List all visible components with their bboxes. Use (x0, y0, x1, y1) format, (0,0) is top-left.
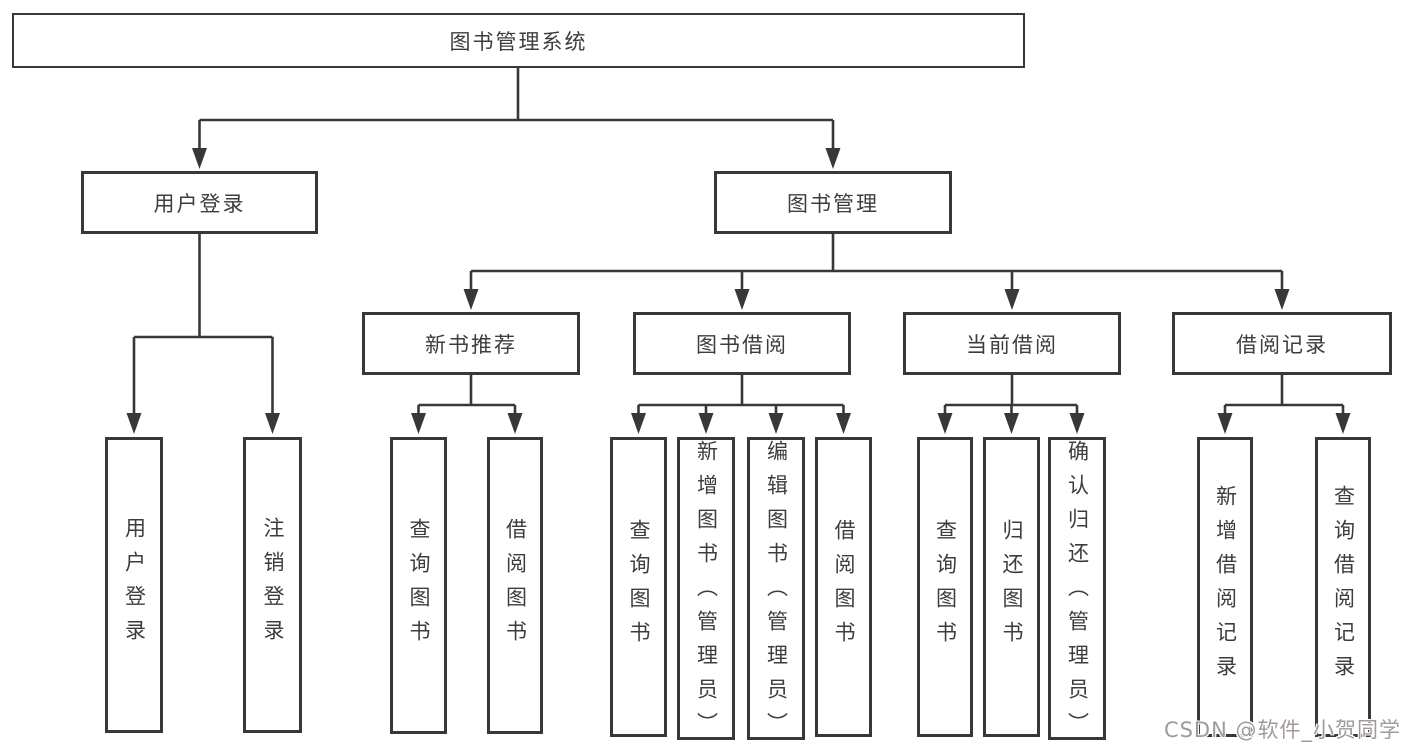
leaf-borrowing-add-books-admin: 新增图书（管理员） (677, 437, 735, 746)
arrowhead (734, 289, 750, 310)
leaf-borrowing-query-books: 查询图书 (610, 437, 667, 737)
node-user-login-label: 用户登录 (153, 191, 246, 216)
arrowhead (1004, 413, 1019, 434)
node-book-management-label: 图书管理 (787, 191, 879, 216)
leaf-current-return-books-label: 归还图书 (1000, 519, 1024, 655)
leaf-records-query-record: 查询借阅记录 (1315, 437, 1371, 737)
leaf-current-query-books: 查询图书 (917, 437, 973, 737)
leaf-borrowing-edit-books-admin-label: 编辑图书（管理员） (764, 440, 789, 746)
leaf-newbook-borrow-books: 借阅图书 (487, 437, 543, 734)
leaf-borrowing-edit-books-admin: 编辑图书（管理员） (747, 437, 805, 746)
connector-root (198, 68, 835, 152)
leaf-records-query-record-label: 查询借阅记录 (1331, 485, 1356, 689)
arrowhead (825, 148, 841, 169)
node-current-borrowing: 当前借阅 (903, 312, 1121, 375)
node-new-book-recommendation-label: 新书推荐 (425, 332, 517, 357)
arrowhead (411, 413, 426, 434)
arrowhead (768, 413, 784, 434)
node-new-book-recommendation: 新书推荐 (362, 312, 580, 375)
leaf-logout: 注销登录 (243, 437, 302, 733)
arrowhead (265, 413, 280, 434)
node-root: 图书管理系统 (12, 13, 1025, 68)
arrowhead (126, 413, 142, 434)
connector-book-borrowing (637, 375, 845, 417)
leaf-user-login: 用户登录 (105, 437, 163, 733)
leaf-borrowing-borrow-books: 借阅图书 (815, 437, 872, 737)
watermark: CSDN @软件_小贺同学 (1163, 718, 1401, 742)
node-root-label: 图书管理系统 (449, 29, 588, 54)
arrowhead (631, 413, 646, 434)
arrowhead (836, 413, 851, 434)
arrowhead (1335, 413, 1351, 434)
node-borrowing-records-label: 借阅记录 (1236, 332, 1328, 357)
leaf-current-confirm-return-admin-label: 确认归还（管理员） (1065, 440, 1090, 746)
arrowhead (1069, 413, 1085, 434)
node-book-management: 图书管理 (714, 171, 952, 234)
node-borrowing-records: 借阅记录 (1172, 312, 1392, 375)
node-book-borrowing: 图书借阅 (633, 312, 851, 375)
arrowhead (1004, 289, 1020, 310)
leaf-user-login-label: 用户登录 (122, 517, 147, 653)
leaf-records-add-record: 新增借阅记录 (1197, 437, 1253, 737)
connector-book-management (469, 234, 1284, 293)
leaf-current-return-books: 归还图书 (983, 437, 1040, 737)
arrowhead (937, 413, 953, 434)
leaf-newbook-query-books-label: 查询图书 (407, 517, 431, 654)
node-user-login: 用户登录 (81, 171, 318, 234)
leaf-current-confirm-return-admin: 确认归还（管理员） (1048, 437, 1106, 746)
arrowhead (1274, 289, 1290, 310)
arrowhead (463, 289, 479, 310)
arrowhead (1217, 413, 1233, 434)
node-book-borrowing-label: 图书借阅 (696, 332, 788, 357)
leaf-newbook-borrow-books-label: 借阅图书 (503, 517, 528, 654)
connector-new-book (417, 375, 517, 417)
arrowhead (507, 413, 523, 434)
leaf-borrowing-add-books-admin-label: 新增图书（管理员） (694, 440, 719, 746)
leaf-borrowing-query-books-label: 查询图书 (627, 519, 651, 655)
leaf-borrowing-borrow-books-label: 借阅图书 (832, 519, 856, 655)
connector-borrow-records (1223, 375, 1345, 417)
arrowhead (192, 148, 207, 169)
leaf-logout-label: 注销登录 (261, 517, 285, 653)
leaf-newbook-query-books: 查询图书 (390, 437, 447, 734)
leaf-records-add-record-label: 新增借阅记录 (1213, 485, 1238, 689)
arrowhead (698, 413, 714, 434)
leaf-current-query-books-label: 查询图书 (933, 519, 958, 655)
node-current-borrowing-label: 当前借阅 (966, 332, 1058, 357)
connector-current-borrowing (943, 375, 1079, 417)
connector-user-login (132, 234, 274, 417)
